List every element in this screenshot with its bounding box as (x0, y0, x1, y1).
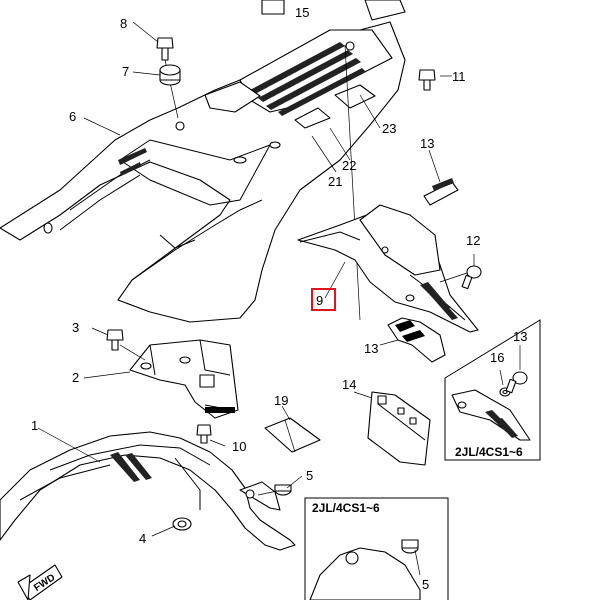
bolt-11 (418, 69, 436, 91)
reflector-15 (423, 178, 459, 206)
inset-right-label: 2JL/4CS1~6 (455, 445, 523, 459)
callout-11: 11 (452, 69, 466, 84)
inset-right (444, 319, 541, 461)
bolt-3 (106, 329, 146, 361)
highlight-box (311, 288, 336, 311)
screw-13-main (461, 254, 482, 290)
callout-4: 4 (139, 531, 146, 546)
callout-13-main: 12 (466, 233, 480, 248)
grommet-5 (274, 484, 292, 496)
callout-16: 14 (342, 377, 356, 392)
callout-12: 13 (364, 341, 378, 356)
plate-16 (367, 391, 431, 466)
callout-2: 2 (72, 370, 79, 385)
rear-fender-10 (297, 204, 479, 333)
callout-13-inset: 13 (513, 329, 527, 344)
callout-5-inset: 5 (422, 577, 429, 592)
callout-14: 16 (490, 350, 504, 365)
callout-labels: 8 7 15 11 6 23 13 22 21 12 9 13 13 16 14… (31, 5, 527, 592)
callout-5-main: 5 (306, 468, 313, 483)
grommet-8 (159, 64, 181, 86)
callout-21: 21 (328, 174, 342, 189)
callout-3: 3 (72, 320, 79, 335)
callout-10-highlighted: 9 (311, 288, 336, 311)
inset-bottom-label: 2JL/4CS1~6 (312, 501, 380, 515)
inset-bottom (304, 497, 449, 600)
front-fender-1 (0, 431, 296, 551)
bracket-2 (129, 339, 239, 419)
decal-20 (264, 417, 321, 453)
callout-8: 7 (122, 64, 129, 79)
callout-9: 8 (120, 16, 127, 31)
callout-1: 1 (31, 418, 38, 433)
callout-22: 22 (342, 158, 356, 173)
callout-15: 13 (420, 136, 434, 151)
leader-lines (37, 21, 452, 537)
callout-23: 23 (382, 121, 396, 136)
fwd-arrow-icon: FWD (17, 564, 63, 600)
bolt-6 (196, 424, 212, 444)
bracket-12 (387, 317, 446, 363)
nut-4 (172, 517, 192, 531)
rail-parts (344, 44, 361, 321)
callout-10: 9 (316, 293, 323, 308)
callout-20: 19 (274, 393, 288, 408)
callout-7: 6 (69, 109, 76, 124)
callout-19: 15 (295, 5, 309, 20)
rear-frame-part (0, 0, 406, 323)
callout-6: 10 (232, 439, 246, 454)
